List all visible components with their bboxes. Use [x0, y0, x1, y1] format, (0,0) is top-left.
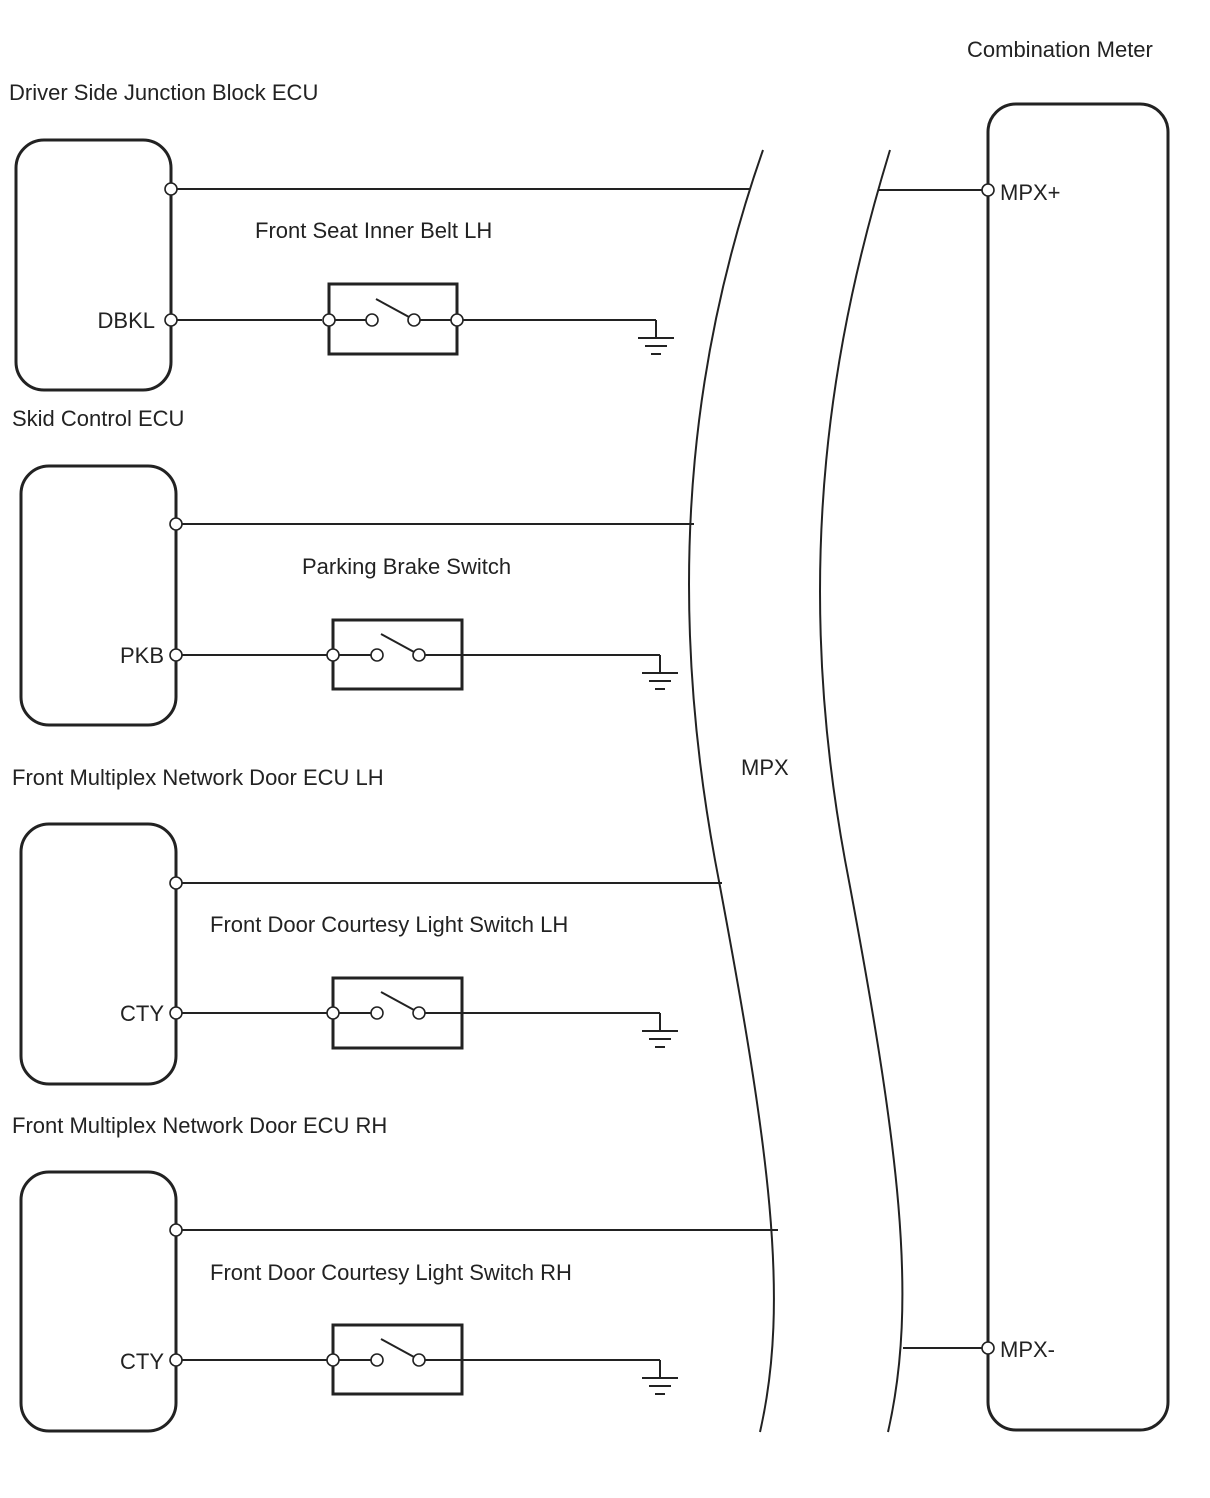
- switch-symbol-icon: [326, 991, 426, 1020]
- ecu-label: Front Multiplex Network Door ECU LH: [12, 765, 384, 790]
- ecu-box: [19, 822, 178, 1086]
- ecu-pin-label: DBKL: [98, 308, 155, 333]
- mpx-bus-label: MPX: [741, 755, 789, 780]
- ecu-signal-terminal: [169, 648, 183, 662]
- meter-pin-mpx-minus: MPX-: [1000, 1337, 1055, 1362]
- ecu-signal-terminal: [169, 1006, 183, 1020]
- meter-pin-mpx-plus: MPX+: [1000, 180, 1061, 205]
- unit-driver-side-junction-block: Driver Side Junction Block ECU Front Sea…: [9, 80, 750, 392]
- ecu-label: Skid Control ECU: [12, 406, 184, 431]
- mpx-bus-line-right: [819, 149, 904, 1433]
- ground-icon: [638, 337, 674, 355]
- switch-symbol-icon: [326, 633, 426, 662]
- ecu-signal-terminal: [169, 1353, 183, 1367]
- switch-symbol-icon: [322, 298, 464, 327]
- ecu-mpx-terminal: [169, 1223, 183, 1237]
- ecu-mpx-terminal: [169, 876, 183, 890]
- switch-symbol-icon: [326, 1338, 426, 1367]
- ecu-box: [14, 138, 173, 392]
- switch-label: Front Door Courtesy Light Switch RH: [210, 1260, 572, 1285]
- switch-label: Front Seat Inner Belt LH: [255, 218, 492, 243]
- switch-label: Parking Brake Switch: [302, 554, 511, 579]
- unit-skid-control-ecu: Skid Control ECU Parking Brake Switch PK…: [12, 406, 694, 727]
- unit-front-door-ecu-rh: Front Multiplex Network Door ECU RH Fron…: [12, 1113, 778, 1433]
- mpx-bus-line-left: [688, 149, 775, 1433]
- ecu-signal-terminal: [164, 313, 178, 327]
- ground-icon: [642, 672, 678, 690]
- ground-icon: [642, 1030, 678, 1048]
- meter-mpx-plus-terminal: [981, 183, 995, 197]
- ecu-box: [19, 1170, 178, 1433]
- ecu-mpx-terminal: [169, 517, 183, 531]
- ecu-pin-label: CTY: [120, 1001, 164, 1026]
- ecu-pin-label: PKB: [120, 643, 164, 668]
- ecu-box: [19, 464, 178, 727]
- ecu-mpx-terminal: [164, 182, 178, 196]
- meter-title: Combination Meter: [967, 37, 1153, 62]
- unit-front-door-ecu-lh: Front Multiplex Network Door ECU LH Fron…: [12, 765, 722, 1086]
- switch-label: Front Door Courtesy Light Switch LH: [210, 912, 568, 937]
- ecu-label: Front Multiplex Network Door ECU RH: [12, 1113, 387, 1138]
- meter-mpx-minus-terminal: [981, 1341, 995, 1355]
- ground-icon: [642, 1377, 678, 1395]
- ecu-label: Driver Side Junction Block ECU: [9, 80, 318, 105]
- combination-meter-box: [986, 102, 1170, 1432]
- ecu-pin-label: CTY: [120, 1349, 164, 1374]
